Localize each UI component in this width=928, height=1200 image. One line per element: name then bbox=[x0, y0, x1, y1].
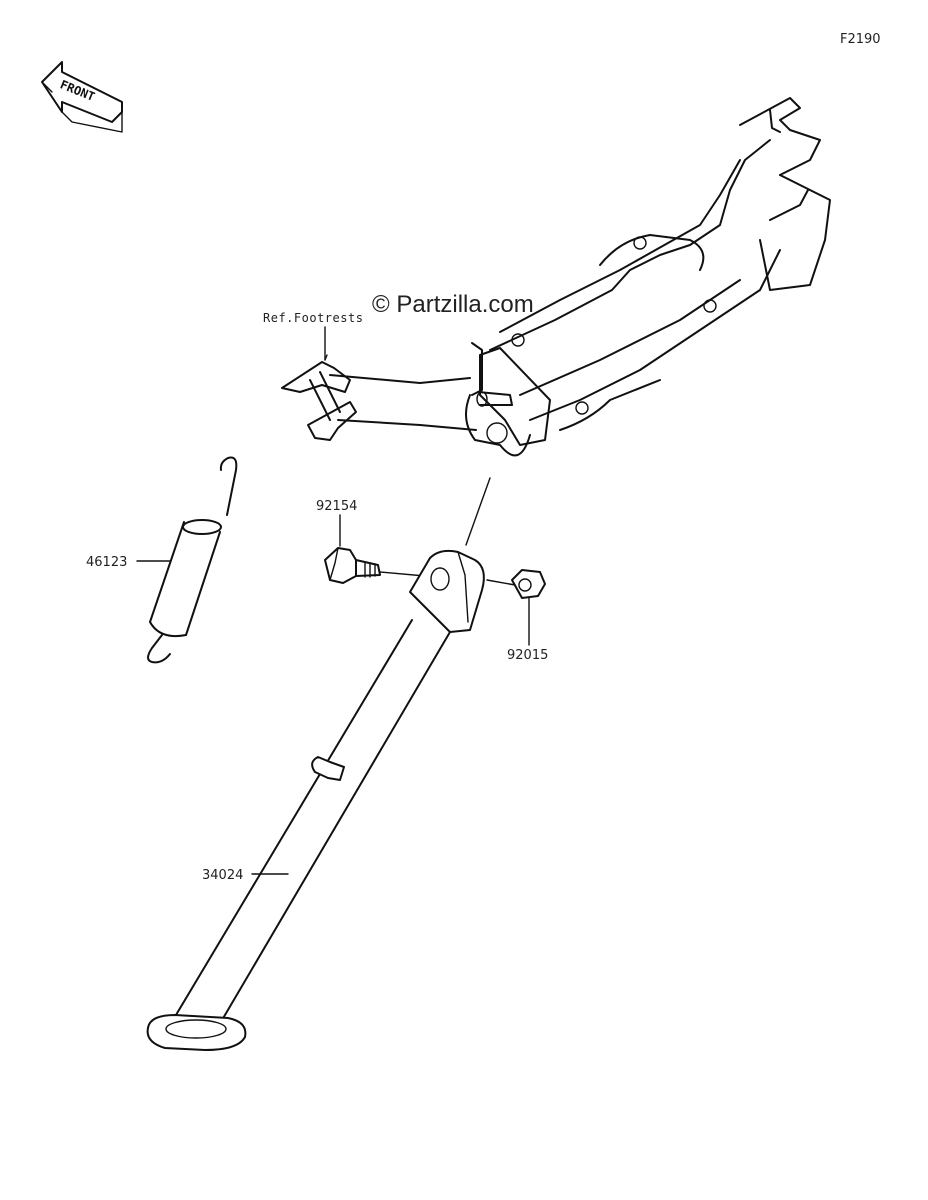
spring-part bbox=[147, 456, 238, 664]
bolt-axis-line bbox=[379, 571, 426, 577]
reference-label: Ref.Footrests bbox=[263, 311, 363, 325]
footrest-bracket-reference bbox=[281, 354, 357, 441]
assembly-line bbox=[465, 477, 491, 546]
part-number-92154: 92154 bbox=[316, 499, 357, 514]
nut-axis-line bbox=[486, 579, 516, 586]
front-arrow-icon: FRONT bbox=[41, 61, 123, 133]
frame-reference bbox=[329, 97, 831, 457]
part-number-46123: 46123 bbox=[86, 555, 127, 570]
part-number-92015: 92015 bbox=[507, 648, 548, 663]
diagram-code: F2190 bbox=[840, 32, 881, 47]
part-number-34024: 34024 bbox=[202, 868, 243, 883]
side-stand-part bbox=[146, 549, 485, 1051]
bolt-part bbox=[324, 547, 381, 584]
watermark: © Partzilla.com bbox=[372, 291, 534, 318]
nut-part bbox=[511, 569, 546, 599]
